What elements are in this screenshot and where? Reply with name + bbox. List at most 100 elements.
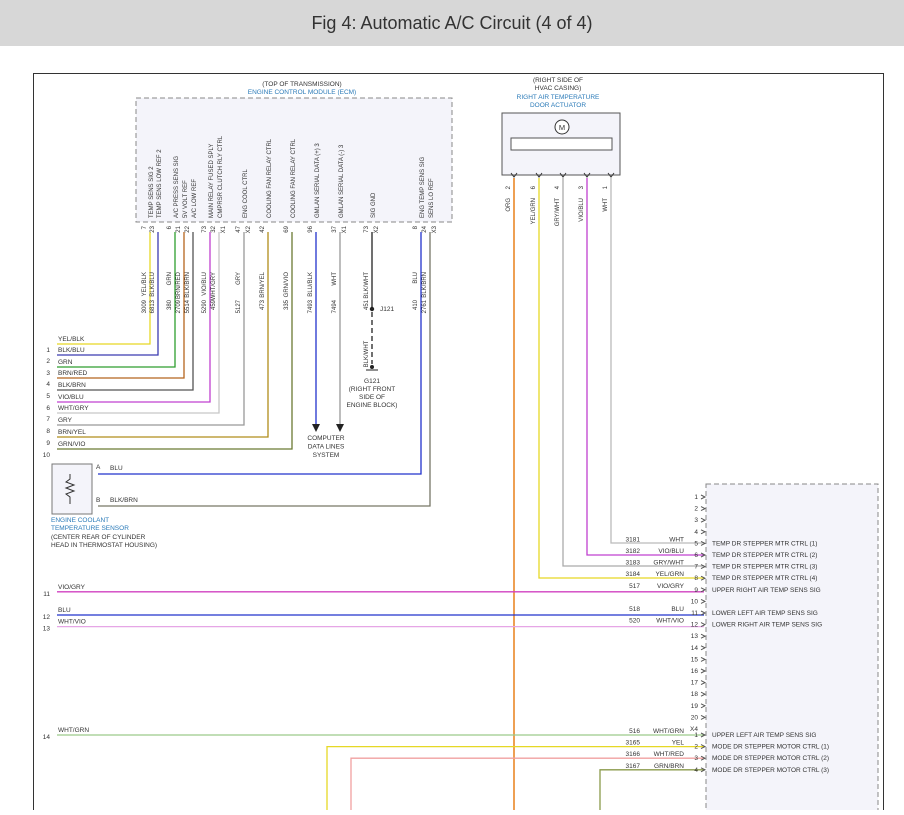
module-pin-function: TEMP DR STEPPER MTR CTRL (3) (712, 564, 817, 571)
left-wire-color: BLK/BLU (58, 347, 85, 354)
ecm-circuit-number: 2709 (176, 299, 182, 313)
ecm-wire-color: GRY (236, 272, 242, 285)
left-line-number: 8 (46, 428, 50, 435)
ecm-wire-color: YEL/BLK (142, 272, 148, 296)
left-wire-color: BLK/BRN (58, 382, 86, 389)
left-wire-color: GRY (58, 417, 73, 424)
left-line-number: 5 (46, 393, 50, 400)
ecm-wire-7 (57, 232, 220, 414)
module-pin-terminal (700, 755, 707, 761)
ecm-pin-function: GMLAN SERIAL DATA (-) 3 (339, 144, 345, 218)
ecm-pin-function: A/C PRESS SENS SIG (174, 156, 180, 218)
module-pin-number: 2 (694, 506, 698, 513)
sensor-signal-wire (98, 232, 422, 475)
module-pin-terminal (700, 691, 707, 697)
module-pin-number: 13 (691, 633, 699, 640)
ecm-location-note: (TOP OF TRANSMISSION) (262, 81, 341, 88)
module-pin-number: 9 (694, 587, 698, 594)
left-wire-color: BRN/YEL (58, 429, 86, 436)
actuator-stepper-block (510, 137, 613, 151)
module-circuit-number: 3165 (626, 740, 641, 747)
module-wire-color: WHT (669, 536, 684, 543)
ground-dot (370, 365, 374, 369)
actuator-pin-number: 4 (555, 185, 561, 189)
ecm-pin-number: 73 (202, 225, 208, 232)
ecm-wire-1 (57, 232, 151, 345)
actuator-wire-color: YEL/GRN (531, 198, 537, 224)
left-line-color: WHT/VIO (58, 619, 86, 626)
module-pin-number: 1 (694, 494, 698, 501)
actuator-location-note: (RIGHT SIDE OF (533, 77, 583, 84)
module-pin-number: 3 (694, 755, 698, 762)
ecm-wire-color: BLK/BLU (150, 272, 156, 297)
module-pin-terminal (700, 529, 707, 535)
module-pin-terminal (700, 552, 707, 558)
module-pin-function: LOWER RIGHT AIR TEMP SENS SIG (712, 622, 822, 629)
ecm-pin-number: 47 (236, 225, 242, 232)
module-pin-function: MODE DR STEPPER MOTOR CTRL (1) (712, 744, 829, 751)
left-line-color: WHT/GRN (58, 727, 89, 734)
ecm-pin-function: CMPRSR CLUTCH RLY CTRL (218, 135, 224, 218)
ecm-circuit-number: 3009 (142, 299, 148, 313)
left-line-number: 11 (43, 591, 50, 598)
diagram-border (33, 73, 884, 815)
actuator-pin-number: 6 (531, 185, 537, 189)
module-circuit-number: 518 (629, 606, 640, 613)
serial-arrow-plus (312, 424, 320, 432)
ground-note: SIDE OF (359, 394, 385, 401)
left-wire-color: WHT/GRY (58, 405, 89, 412)
left-line-number: 7 (46, 416, 50, 423)
left-line-number: 6 (46, 405, 50, 412)
ecm-wire-4 (57, 232, 185, 379)
module-circuit-number: 3182 (626, 548, 641, 555)
module-pin-terminal (700, 610, 707, 616)
sensor-location-note: (CENTER REAR OF CYLINDER (51, 534, 146, 541)
ecm-box (135, 97, 453, 223)
left-line-number: 13 (43, 626, 51, 633)
actuator-pin-number: 3 (579, 185, 585, 189)
module-pin-terminal (700, 668, 707, 674)
actuator-gry-wht-wire (562, 178, 704, 567)
motor-icon (554, 119, 570, 135)
left-line-number: 1 (46, 347, 50, 354)
ecm-circuit-number: 5514 (185, 299, 191, 313)
ecm-pin-function: COOLING FAN RELAY CTRL (267, 138, 273, 218)
actuator-pin-terminal (535, 172, 543, 178)
ecm-wire-color: BRN/RED (176, 271, 182, 299)
ecm-pin-number: 24 (422, 225, 428, 232)
ecm-connector-id: X1 (342, 225, 348, 233)
module-wire-color: GRN/BRN (654, 763, 684, 770)
ecm-wire-3 (57, 232, 176, 368)
module-pin-number: 20 (691, 714, 699, 721)
sensor-wire-b-color: BLK/BRN (110, 497, 138, 504)
ground-note: (RIGHT FRONT (349, 386, 395, 393)
module-pin-terminal (700, 732, 707, 738)
figure-title: Fig 4: Automatic A/C Circuit (4 of 4) (311, 12, 593, 33)
mode-door-grn-brn-wire (599, 769, 704, 810)
actuator-wire-color: WHT (603, 198, 609, 212)
module-pin-number: 4 (694, 529, 698, 536)
ecm-pin-number: 6 (167, 225, 173, 229)
ecm-pin-function: TEMP SENS SIG 2 (149, 166, 155, 218)
sensor-name: TEMPERATURE SENSOR (51, 525, 129, 532)
actuator-wire-color: ORG (506, 198, 512, 212)
ecm-wire-6 (57, 232, 211, 403)
module-pin-terminal (700, 656, 707, 662)
ecm-wire-color: GRN/VIO (284, 272, 290, 298)
module-circuit-number: 3166 (626, 751, 641, 758)
actuator-location-note: HVAC CASING) (535, 85, 581, 92)
ecm-pin-function: MAIN RELAY FUSED SPLY (209, 144, 215, 218)
hvac-control-module-box (705, 483, 879, 815)
module-wire-color: WHT/RED (654, 751, 685, 758)
module-pin-number: 11 (691, 610, 698, 617)
module-pin-terminal (700, 598, 707, 604)
ecm-wire-color: BLK/WHT (364, 272, 370, 299)
actuator-pin-number: 2 (506, 185, 512, 189)
mode-door-yel-wire (326, 745, 704, 810)
module-circuit-number: 3183 (626, 560, 641, 567)
sensor-low-ref-wire (98, 232, 431, 507)
ecm-wire-color: BLK/BRN (185, 272, 191, 298)
ecm-pin-function: A/C LOW REF (192, 179, 198, 218)
ecm-connector-id: X2 (246, 225, 252, 233)
module-pin-terminal (700, 564, 707, 570)
